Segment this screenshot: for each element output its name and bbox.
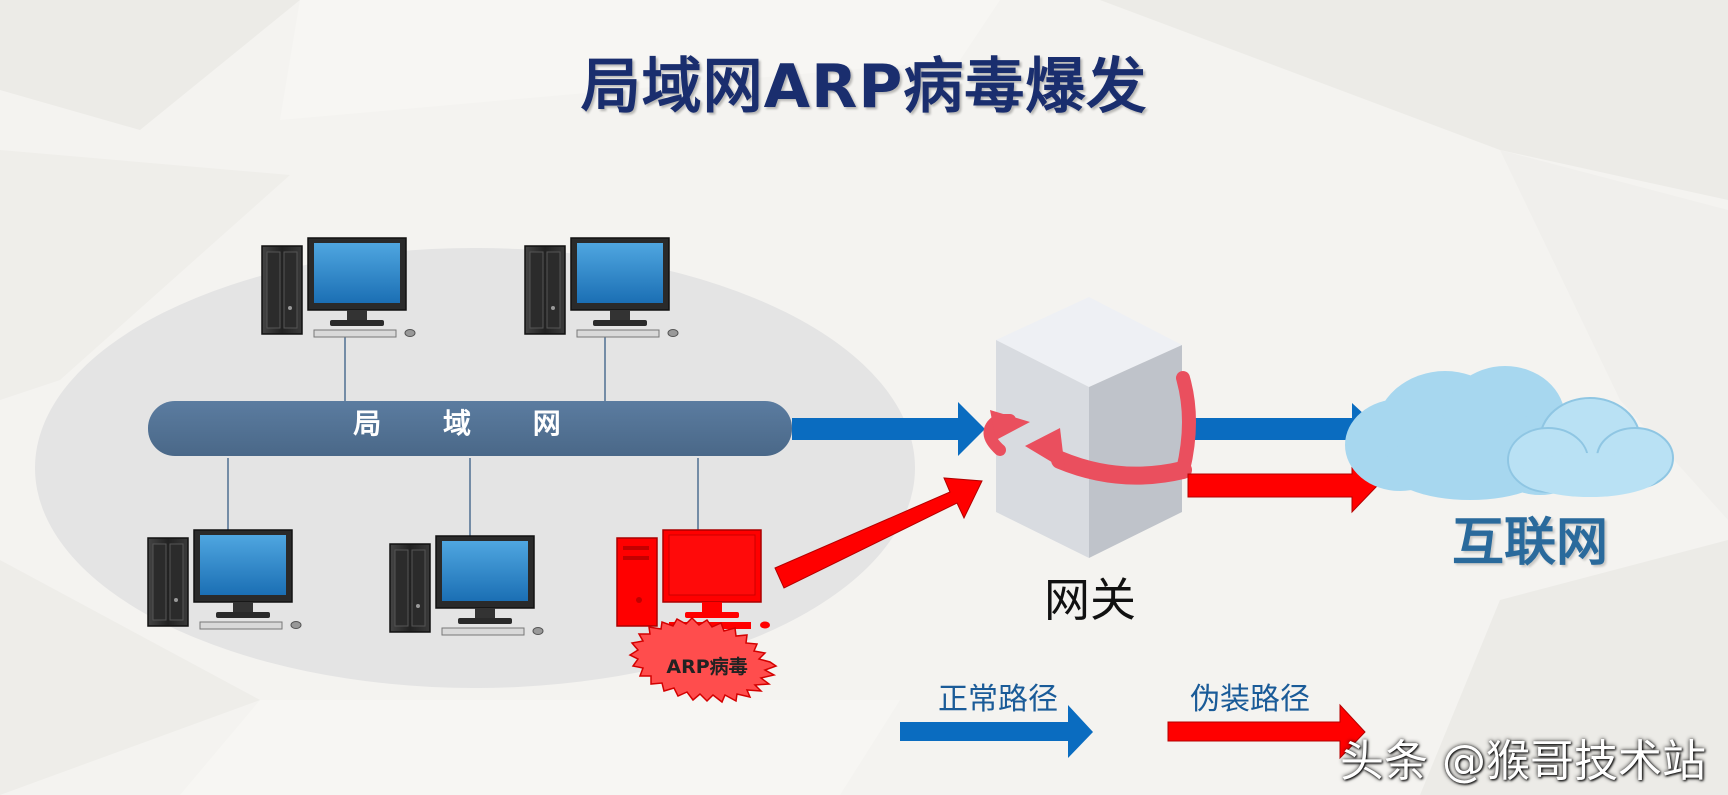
normal-path-arrow-gateway-to-internet xyxy=(1188,403,1380,455)
swirl-arrowhead-2 xyxy=(990,410,1030,440)
legend-spoofed-label: 伪装路径 xyxy=(1190,682,1310,717)
legend-normal-label: 正常路径 xyxy=(938,682,1058,717)
legend-normal-arrow xyxy=(900,705,1093,758)
lan-connector-lines xyxy=(227,336,699,536)
gateway-server-icon xyxy=(996,297,1182,558)
internet-label: 互联网 xyxy=(1451,513,1608,573)
lan-label: 局 域 网 xyxy=(353,407,587,440)
swirl-arrowhead-1 xyxy=(1025,428,1065,470)
page-title: 局域网ARP病毒爆发 xyxy=(580,52,1148,122)
watermark: 头条 @猴哥技术站 xyxy=(1340,736,1706,787)
gateway-label: 网关 xyxy=(1044,573,1136,627)
lan-bus xyxy=(148,401,792,456)
spoofed-path-arrow-pc-to-gateway xyxy=(774,477,983,589)
legend-spoofed-arrow xyxy=(1167,703,1366,760)
spoofed-path-arrow-gateway-to-internet xyxy=(1187,457,1378,514)
normal-path-arrow-lan-to-gateway xyxy=(792,402,985,456)
internet-cloud-small-icon xyxy=(1507,397,1674,497)
arp-virus-badge-icon xyxy=(628,616,778,704)
arp-virus-badge-label: ARP病毒 xyxy=(666,656,748,678)
